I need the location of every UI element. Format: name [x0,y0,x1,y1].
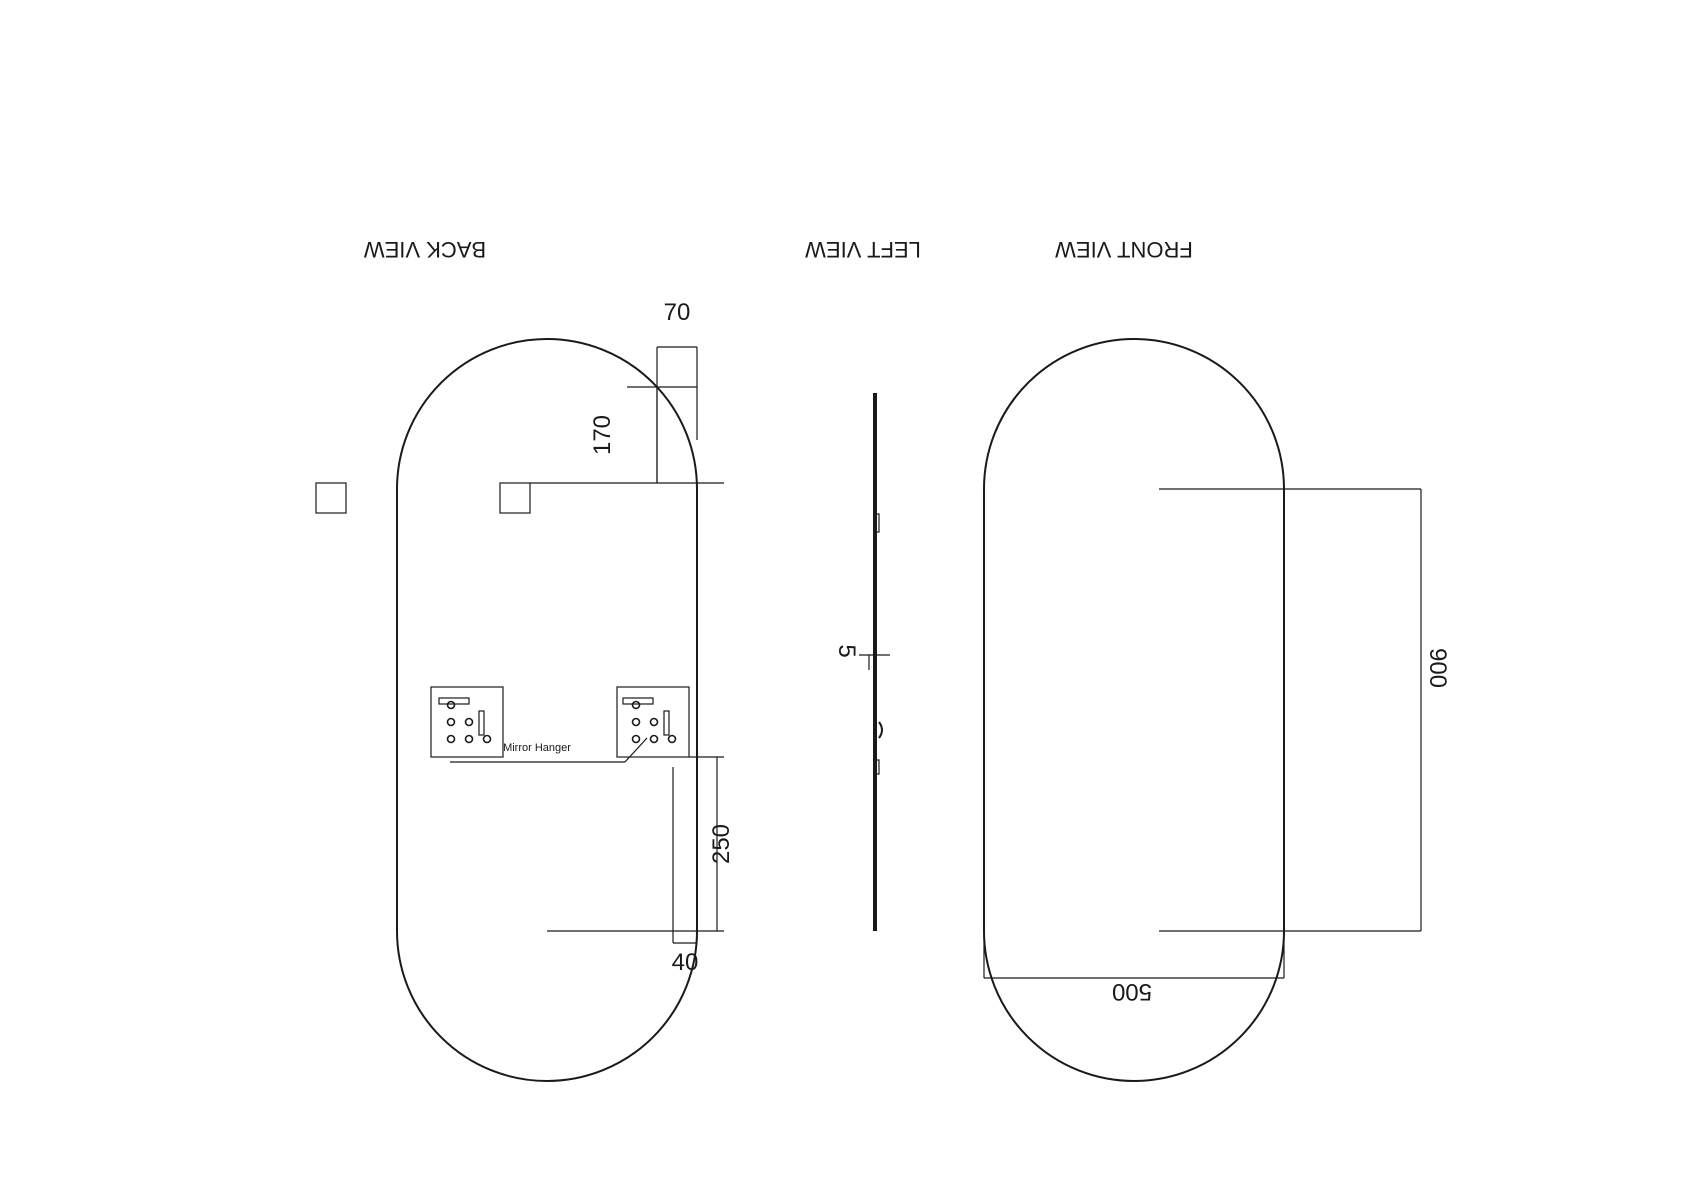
front-view: 900 500 FRONT VIEW [983,237,1451,1082]
bracket-250-dim-text: 250 [708,824,735,864]
front-view-label: FRONT VIEW [1055,237,1193,262]
left-spacer [874,513,880,533]
hanger-square-right-2 [315,482,347,514]
mounting-plate-left [616,686,690,758]
mirror-hanger-leader-b [624,737,648,763]
left-thickness-dim: 5 [833,644,860,657]
mounting-plate-right [430,686,504,758]
back-mirror-outline [396,338,698,1082]
front-mirror-outline [983,338,1285,1082]
back-view-label: BACK VIEW [364,237,486,262]
hanger-square-left [499,482,531,514]
front-width-dim: 500 [1112,978,1152,1005]
left-view-label: LEFT VIEW [805,237,921,262]
hanger-70-dim: 70 [664,299,691,326]
left-view: 5 LEFT VIEW [805,237,921,931]
left-bracket-profile [878,721,883,739]
front-height-dim: 900 [1424,648,1451,688]
left-hanger-bump [874,759,880,775]
bracket-40-dim: 40 [672,949,699,976]
hanger-170-dim: 170 [589,415,616,455]
back-view: 250 250 40 170 70 Mirror Hanger BACK VIE… [315,237,735,1082]
mirror-hanger-label: Mirror Hanger [503,742,571,754]
